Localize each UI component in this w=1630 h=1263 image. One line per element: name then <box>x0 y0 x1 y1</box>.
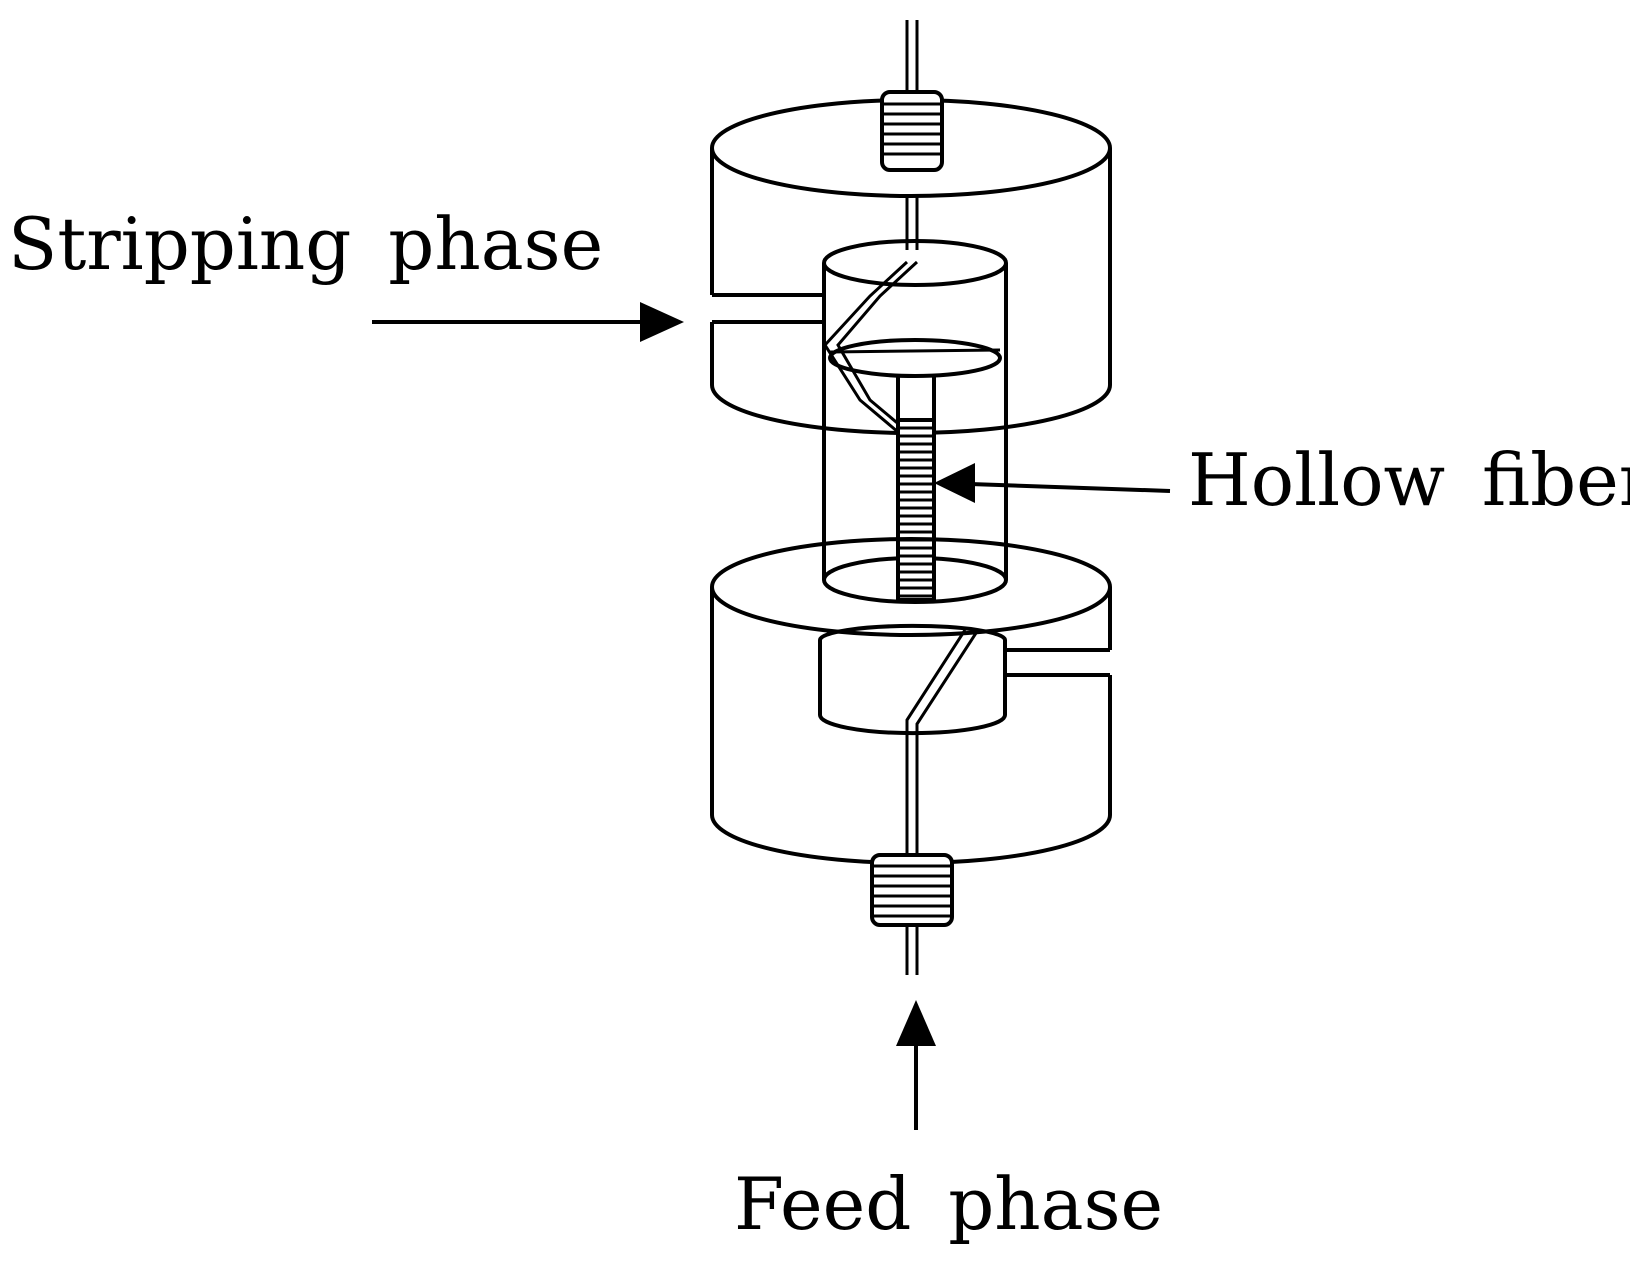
hollow-fiber-arrow <box>934 463 1171 503</box>
feed-channel <box>905 629 980 738</box>
hollow-fiber <box>896 376 936 602</box>
feed-phase-arrow <box>896 1000 936 1130</box>
lower-inner-tube <box>905 738 919 870</box>
hollow-fiber-label: Hollow fiber <box>1188 438 1630 522</box>
top-tube <box>905 20 919 95</box>
stripping-channel <box>823 260 1001 434</box>
bottom-fitting <box>870 853 954 927</box>
stripping-phase-arrow <box>372 302 684 342</box>
feed-phase-label: Feed phase <box>734 1162 1164 1246</box>
stripping-phase-label: Stripping phase <box>8 202 604 286</box>
bottom-tube <box>905 925 919 975</box>
top-fitting <box>880 90 944 172</box>
